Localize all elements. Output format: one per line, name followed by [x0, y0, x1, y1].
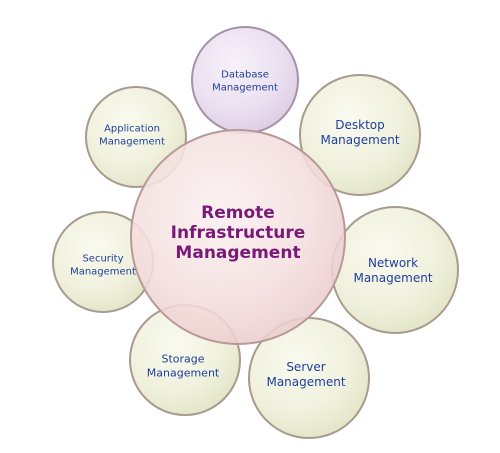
node-desktop-circle [299, 74, 421, 196]
node-label-security: Security Management [70, 253, 136, 278]
node-label-network: Network Management [353, 256, 433, 285]
node-label-storage: Storage Management [146, 352, 220, 379]
node-label-server: Server Management [266, 360, 346, 389]
node-label-application: Application Management [99, 123, 165, 148]
node-label-database: Database Management [212, 69, 278, 94]
center-label: Remote Infrastructure Management [170, 202, 306, 264]
center-circle [130, 129, 346, 345]
node-label-desktop: Desktop Management [320, 118, 400, 147]
